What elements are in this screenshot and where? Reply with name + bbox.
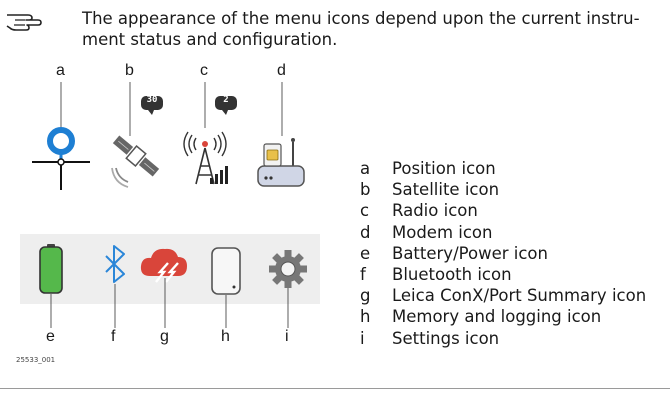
label-b: b [125,62,134,79]
label-c: c [200,62,208,79]
battery-icon [39,244,63,294]
label-i: i [285,328,289,345]
footer-divider [0,388,670,389]
satellite-count-badge: 30 [146,95,158,105]
radio-icon [183,96,237,185]
bluetooth-icon [105,245,125,283]
conx-port-summary-icon [140,248,187,283]
modem-icon [257,138,305,187]
label-h: h [221,328,230,345]
satellite-icon [111,96,163,188]
label-g: g [160,328,169,345]
label-f: f [111,328,116,345]
radio-count-badge: 2 [223,95,229,105]
memory-logging-icon [211,247,241,295]
label-d: d [277,62,286,79]
figure-id: 25533_001 [16,356,56,364]
settings-icon [269,250,307,288]
label-a: a [56,62,65,79]
menu-icons-figure: a b c d [0,58,360,370]
note-text: The appearance of the menu icons depend … [82,9,640,49]
position-icon [32,127,90,190]
label-e: e [46,328,55,345]
pointing-hand-note-icon [6,14,42,31]
